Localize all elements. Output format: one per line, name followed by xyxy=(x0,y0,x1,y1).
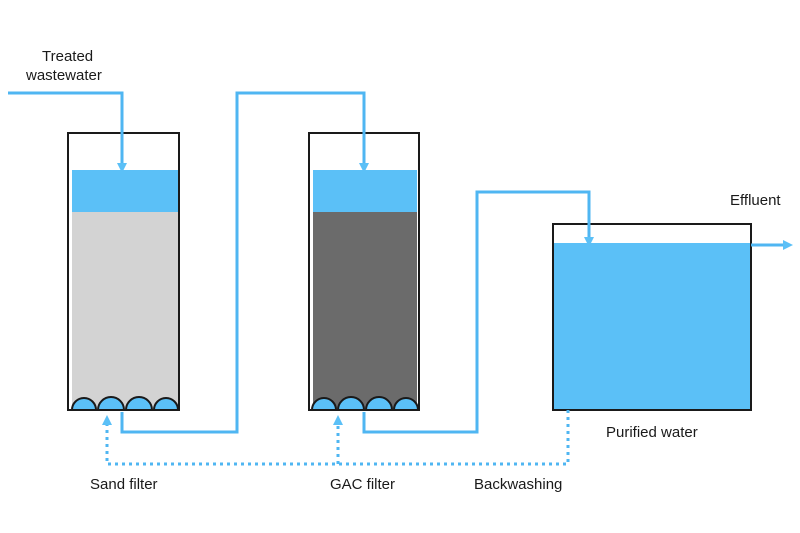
gac-filter-water-layer xyxy=(313,170,417,212)
gac-filter-media xyxy=(313,212,417,410)
sand-to-gac-flow-line xyxy=(120,91,369,434)
gac-filter-nozzles xyxy=(310,396,420,411)
sand-filter-water-layer xyxy=(72,170,178,212)
inlet-label-line1: Treated xyxy=(42,48,93,65)
gac-filter-column xyxy=(308,132,420,411)
sand-filter-label: Sand filter xyxy=(90,476,158,493)
purified-water-label: Purified water xyxy=(606,424,698,441)
purified-water-tank xyxy=(552,223,752,411)
purified-water-fill xyxy=(554,243,750,410)
gac-filter-label: GAC filter xyxy=(330,476,395,493)
backwash-lines xyxy=(102,410,570,466)
gac-to-tank-flow-line xyxy=(362,190,594,434)
sand-filter-media xyxy=(72,212,178,410)
purified-water-tank-vessel xyxy=(552,223,752,411)
sand-filter-nozzles xyxy=(70,396,180,411)
inlet-flow-line xyxy=(8,91,127,173)
sand-filter-column xyxy=(67,132,180,411)
backwashing-label: Backwashing xyxy=(474,476,562,493)
inlet-label-line2: wastewater xyxy=(25,67,102,84)
effluent-label: Effluent xyxy=(730,192,781,209)
